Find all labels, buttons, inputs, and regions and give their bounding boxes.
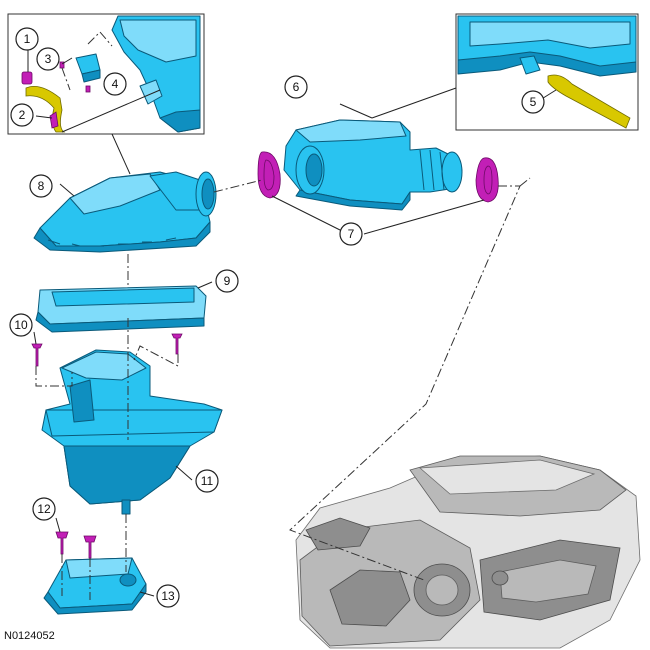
air-cleaner-cover [33,171,217,253]
callout-4-label: 4 [112,77,119,91]
callout-7-label: 7 [348,227,355,241]
callout-5: 5 [521,90,545,114]
callout-1: 1 [15,27,39,51]
callout-2: 2 [10,103,34,127]
callout-5-label: 5 [530,95,537,109]
air-cleaner-body [41,349,223,515]
callout-11-label: 11 [201,474,214,488]
engine-compartment [295,455,641,649]
callout-7: 7 [339,222,363,246]
callout-2-label: 2 [19,108,26,122]
figure-id-label: N0124052 [4,630,55,642]
inset-air-cleaner-cover-detail [7,13,205,135]
callout-9: 9 [215,269,239,293]
callout-12: 12 [32,497,56,521]
callout-4: 4 [103,72,127,96]
callout-8: 8 [29,174,53,198]
callout-3: 3 [36,47,60,71]
callout-6: 6 [284,75,308,99]
fasteners [31,333,183,559]
outlet-pipe-assembly [283,119,463,211]
leader-lines [33,87,531,600]
air-filter-element [35,285,207,333]
callout-8-label: 8 [38,179,45,193]
callout-6-label: 6 [293,80,300,94]
callout-10-label: 10 [14,318,28,332]
callout-10: 10 [9,313,33,337]
callout-11: 11 [195,469,219,493]
callout-3-label: 3 [45,52,52,66]
callout-9-label: 9 [224,274,231,288]
inset-breather-tube-detail [455,13,639,131]
callout-13-label: 13 [161,589,175,603]
air-cleaner-bracket [43,557,147,615]
callout-1-label: 1 [24,32,31,46]
callout-12-label: 12 [37,502,51,516]
callout-13: 13 [156,584,180,608]
hose-clamps [257,151,499,203]
